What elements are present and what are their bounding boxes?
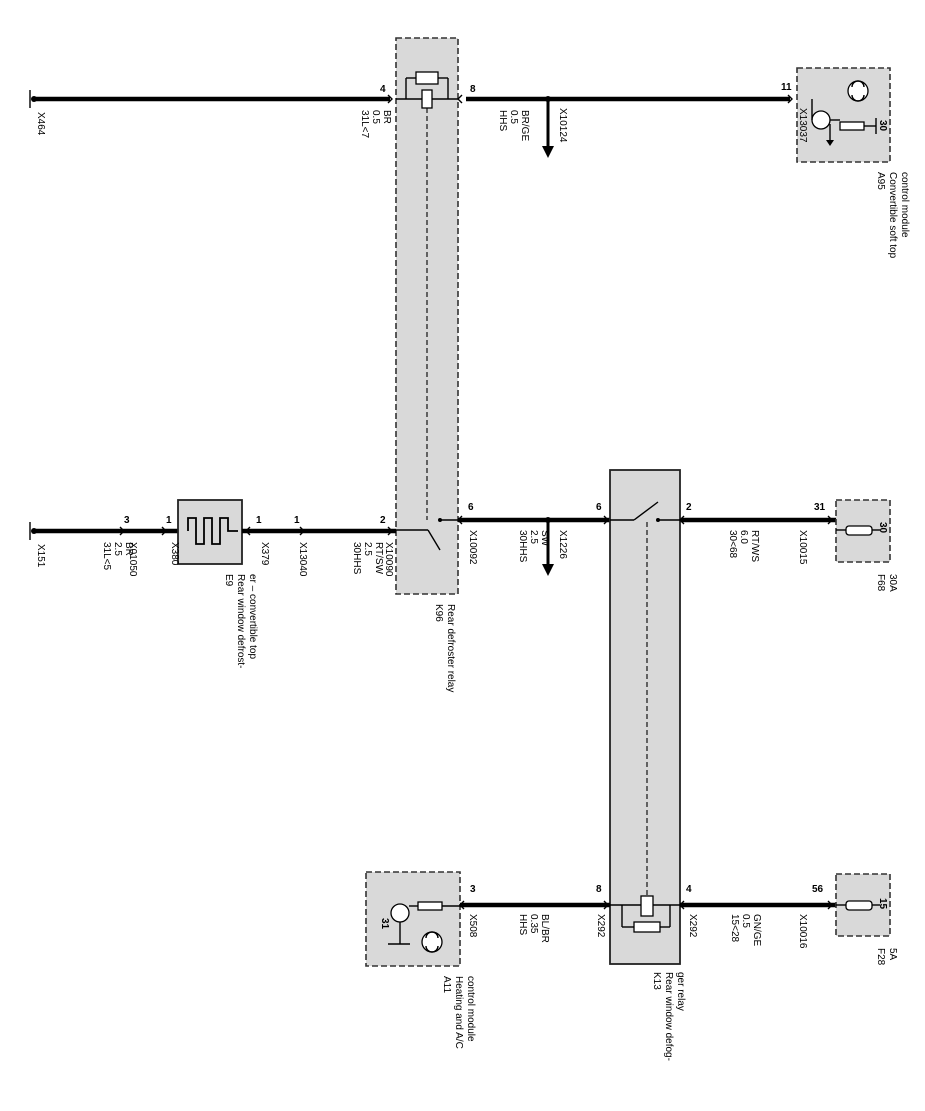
pin-label: 56	[812, 884, 824, 895]
terminal-label: 31	[379, 918, 390, 930]
connector-label: X292	[687, 914, 698, 938]
relay-code: K96	[433, 604, 444, 622]
middle-row: X151 3 31L<5 2.5 BR X01050 1 X380 1 X379…	[29, 499, 898, 668]
wire-size: 2.5	[362, 542, 373, 556]
pin-label: 6	[468, 502, 474, 513]
component-code: E9	[223, 574, 234, 587]
branch-arrow-x1226	[542, 517, 554, 576]
connector-label: X10092	[467, 530, 478, 565]
pin-label: 1	[166, 515, 172, 526]
component-name-line2: er – convertible top	[247, 574, 258, 659]
connector-label: X379	[259, 542, 270, 566]
connector-label: X13037	[797, 108, 808, 143]
pin-label: 31	[814, 502, 826, 513]
wire-code: 31L<5	[101, 542, 112, 571]
terminal-label: 30	[877, 522, 888, 534]
fuse-code: F28	[875, 948, 886, 966]
connector-label: X10090	[383, 542, 394, 577]
pin-label: 8	[596, 884, 602, 895]
branch-label: X1226	[557, 530, 568, 559]
pin-label: 2	[380, 515, 386, 526]
heating-ac-control-module	[365, 871, 461, 967]
pin-label: 4	[686, 884, 692, 895]
wire-color: GN/GE	[751, 914, 762, 947]
wire-color: BR	[381, 110, 392, 124]
branch-arrow-x10124	[542, 96, 554, 158]
fuse-code: F68	[875, 574, 886, 592]
pin-label: 11	[781, 82, 792, 93]
wire-color: RT/SW	[373, 542, 384, 575]
branch-label: X10124	[557, 108, 568, 143]
relay-code: K13	[651, 972, 662, 990]
wire-size: 0.5	[370, 110, 381, 124]
wire-size: 0.5	[740, 914, 751, 928]
connector-label: X508	[467, 914, 478, 938]
wire-color: BR	[123, 542, 134, 556]
bottom-row: 31 3 X508 A11 Heating and A/C control mo…	[365, 871, 898, 1049]
pin-label: 2	[686, 502, 692, 513]
wire-size: 2.5	[528, 530, 539, 544]
rear-window-defroster-heater	[177, 499, 243, 565]
relay-name-line2: ger relay	[675, 972, 686, 1011]
wire-code: 15<28	[729, 914, 740, 943]
wire-color: BL/BR	[539, 914, 550, 943]
pin-label: 1	[256, 515, 262, 526]
wire-code: 30HHS	[351, 542, 362, 575]
module-code: A95	[875, 172, 886, 190]
module-name-line2: control module	[465, 976, 476, 1042]
pin-label: 4	[380, 84, 386, 95]
module-name-line1: Heating and A/C	[453, 976, 464, 1049]
fuse-rating: 5A	[887, 948, 898, 961]
pin-label: 3	[124, 515, 130, 526]
wire-code: HHS	[517, 914, 528, 935]
pin-label: 8	[470, 84, 476, 95]
connector-label: X380	[169, 542, 180, 566]
wire-color: BR/GE	[519, 110, 530, 141]
pin-label: 3	[470, 884, 476, 895]
module-code: A11	[441, 976, 452, 993]
soft-top-control-module	[796, 67, 891, 163]
fuse-f28	[835, 873, 891, 937]
terminal-label: 30	[877, 120, 888, 132]
connector-marks	[119, 94, 833, 910]
wire-code: 30<68	[727, 530, 738, 559]
connector-label: X10016	[797, 914, 808, 949]
terminal-label: 15	[877, 898, 888, 910]
relay-name: Rear defroster relay	[445, 604, 456, 692]
wire-code: HHS	[497, 110, 508, 131]
relay-name-line1: Rear window defog-	[663, 972, 674, 1061]
fuse-rating: 30A	[887, 574, 898, 592]
rear-window-defogger-relay	[609, 469, 681, 965]
wire-size: 0.5	[508, 110, 519, 124]
pin-label: 6	[596, 502, 602, 513]
connector-label: X01050	[127, 542, 138, 577]
wire-code: 30HHS	[517, 530, 528, 563]
top-row: X464 4 31L<7 0.5 BR 8 HHS 0.5 BR/GE X101…	[29, 67, 910, 259]
connector-label: X292	[595, 914, 606, 938]
fuse-f68	[835, 499, 891, 563]
module-name-line1: Convertible soft top	[887, 172, 898, 259]
pin-label: 1	[294, 515, 300, 526]
wire-code: 31L<7	[359, 110, 370, 139]
wire-size: 0.35	[528, 914, 539, 934]
module-name-line2: control module	[899, 172, 910, 238]
wire-color: SW	[539, 530, 550, 547]
connector-label: X10015	[797, 530, 808, 565]
wire-size: 6.0	[738, 530, 749, 544]
component-name-line1: Rear window defrost-	[235, 574, 246, 668]
connector-label: X13040	[297, 542, 308, 577]
wire-size: 2.5	[112, 542, 123, 556]
wire-color: RT/WS	[749, 530, 760, 562]
ground-label: X464	[35, 112, 46, 136]
ground-label: X151	[35, 544, 46, 568]
rear-defroster-relay	[395, 37, 459, 595]
